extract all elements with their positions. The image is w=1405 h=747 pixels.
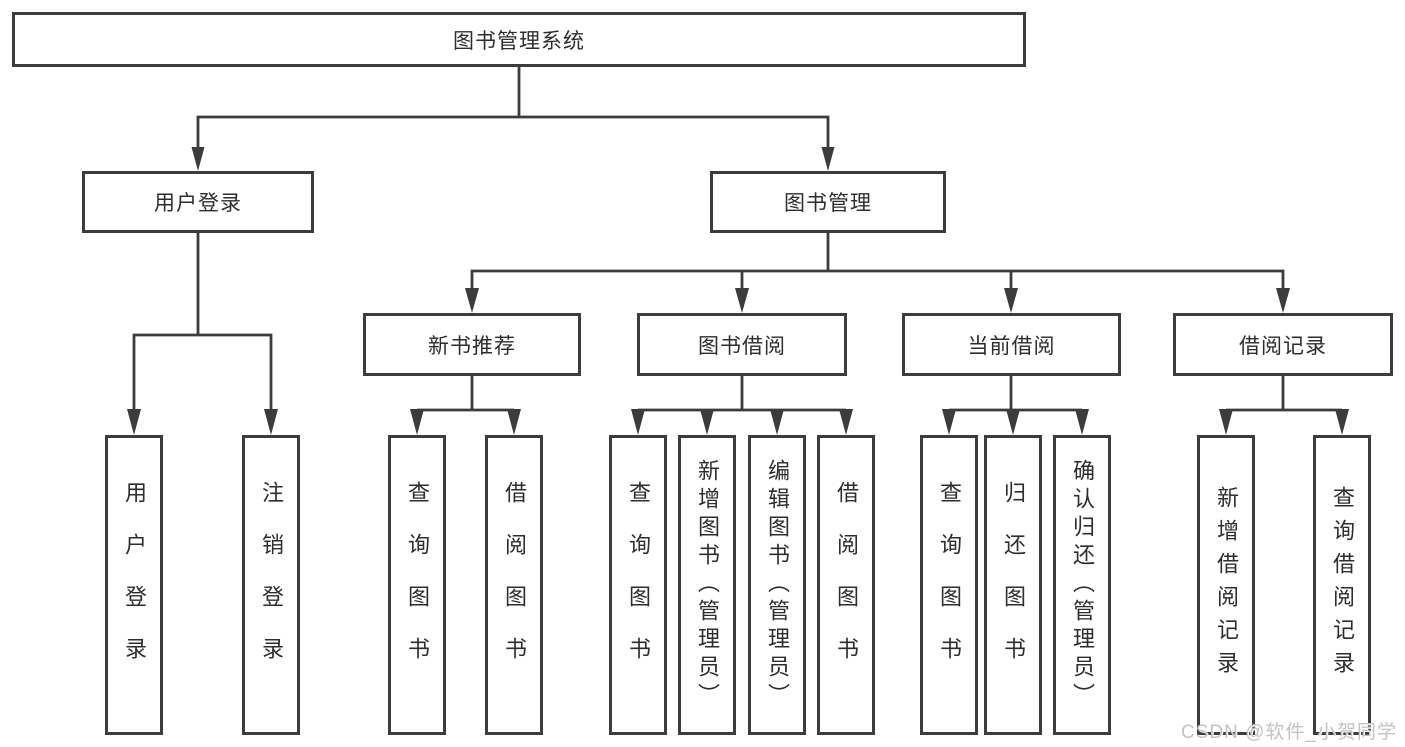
node-borrowing-records: 借阅记录 bbox=[1173, 313, 1393, 376]
connector-book-borrow-split bbox=[631, 376, 853, 435]
node-library-management-system: 图书管理系统 bbox=[12, 12, 1026, 67]
leaf-label: 查询图书 bbox=[405, 481, 430, 689]
leaf-query-books-borrowing: 查询图书 bbox=[609, 435, 667, 735]
leaf-label: 借阅图书 bbox=[502, 481, 527, 689]
connector-root-split bbox=[191, 67, 835, 171]
leaf-query-borrow-record: 查询借阅记录 bbox=[1313, 435, 1371, 735]
leaf-borrow-books-recommend: 借阅图书 bbox=[485, 435, 543, 735]
leaf-label: 新增借阅记录 bbox=[1214, 486, 1239, 684]
leaf-label: 编辑图书（管理员） bbox=[765, 459, 790, 711]
leaf-label: 确认归还（管理员） bbox=[1070, 459, 1095, 711]
leaf-label: 查询图书 bbox=[626, 481, 651, 689]
connector-borrow-record-split bbox=[1219, 376, 1349, 435]
node-book-management: 图书管理 bbox=[710, 171, 946, 233]
leaf-logout-login: 注销登录 bbox=[242, 435, 300, 735]
node-label: 图书借阅 bbox=[698, 334, 786, 358]
leaf-confirm-return-admin: 确认归还（管理员） bbox=[1053, 435, 1111, 735]
connector-new-book-split bbox=[410, 376, 521, 435]
leaf-label: 注销登录 bbox=[259, 481, 284, 689]
leaf-return-books: 归还图书 bbox=[984, 435, 1042, 735]
leaf-user-login: 用户登录 bbox=[105, 435, 163, 735]
node-book-borrowing: 图书借阅 bbox=[637, 313, 847, 376]
node-label: 图书管理系统 bbox=[453, 29, 585, 53]
connector-current-borrow-split bbox=[942, 376, 1089, 435]
node-label: 图书管理 bbox=[784, 192, 872, 215]
leaf-label: 新增图书（管理员） bbox=[695, 459, 720, 711]
leaf-add-borrow-record: 新增借阅记录 bbox=[1197, 435, 1255, 735]
leaf-query-books-recommend: 查询图书 bbox=[388, 435, 446, 735]
leaf-label: 查询图书 bbox=[937, 481, 962, 689]
node-new-book-recommendation: 新书推荐 bbox=[363, 313, 581, 376]
node-label: 借阅记录 bbox=[1239, 334, 1327, 358]
leaf-add-books-admin: 新增图书（管理员） bbox=[678, 435, 736, 735]
leaf-label: 用户登录 bbox=[122, 481, 147, 689]
node-label: 新书推荐 bbox=[428, 334, 516, 358]
node-current-borrowing: 当前借阅 bbox=[902, 313, 1121, 376]
leaf-label: 归还图书 bbox=[1001, 481, 1026, 689]
csdn-watermark: CSDN @软件_小贺同学 bbox=[1181, 722, 1397, 743]
connector-user-login-split bbox=[127, 233, 278, 435]
node-user-login: 用户登录 bbox=[82, 171, 314, 233]
leaf-edit-books-admin: 编辑图书（管理员） bbox=[748, 435, 806, 735]
node-label: 当前借阅 bbox=[967, 334, 1056, 358]
leaf-label: 借阅图书 bbox=[834, 481, 859, 689]
leaf-label: 查询借阅记录 bbox=[1330, 486, 1355, 684]
leaf-query-books-current: 查询图书 bbox=[920, 435, 978, 735]
leaf-borrow-books: 借阅图书 bbox=[817, 435, 875, 735]
connector-book-management-split bbox=[465, 233, 1290, 313]
node-label: 用户登录 bbox=[154, 192, 242, 215]
